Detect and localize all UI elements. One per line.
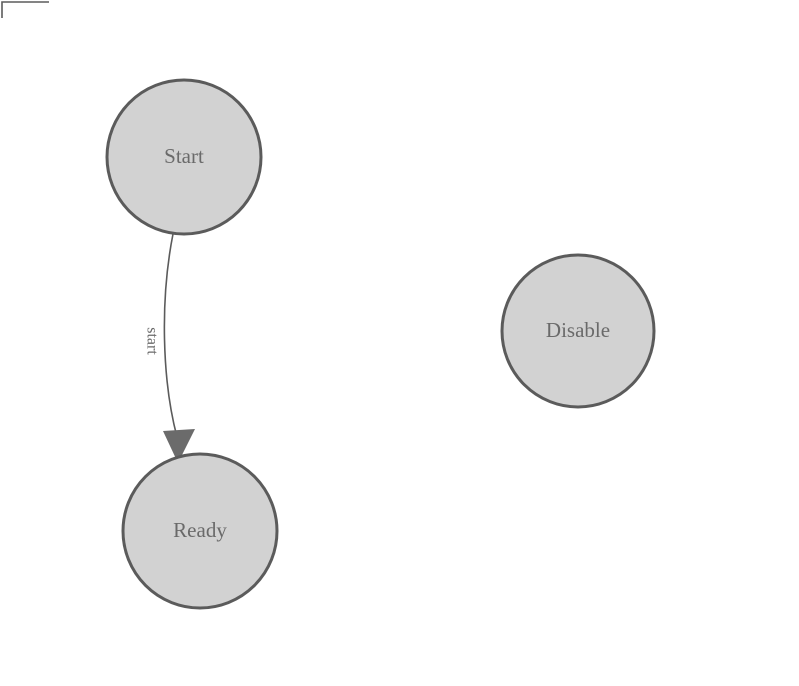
canvas-corner-mark-icon — [1, 1, 49, 18]
node-disable-circle[interactable] — [500, 253, 656, 409]
node-ready-label: Ready — [173, 518, 227, 542]
node-disable-label: Disable — [546, 318, 610, 342]
edge-line — [163, 233, 178, 438]
node-start-circle[interactable] — [105, 78, 263, 236]
node-start-label: Start — [164, 144, 204, 168]
edge-start-to-ready[interactable]: start — [143, 233, 195, 463]
arrowhead-icon — [163, 429, 195, 463]
node-start[interactable]: Start — [105, 78, 263, 236]
node-ready[interactable]: Ready — [121, 452, 279, 610]
edge-label-start: start — [143, 327, 160, 355]
node-ready-circle[interactable] — [121, 452, 279, 610]
node-disable[interactable]: Disable — [500, 253, 656, 409]
